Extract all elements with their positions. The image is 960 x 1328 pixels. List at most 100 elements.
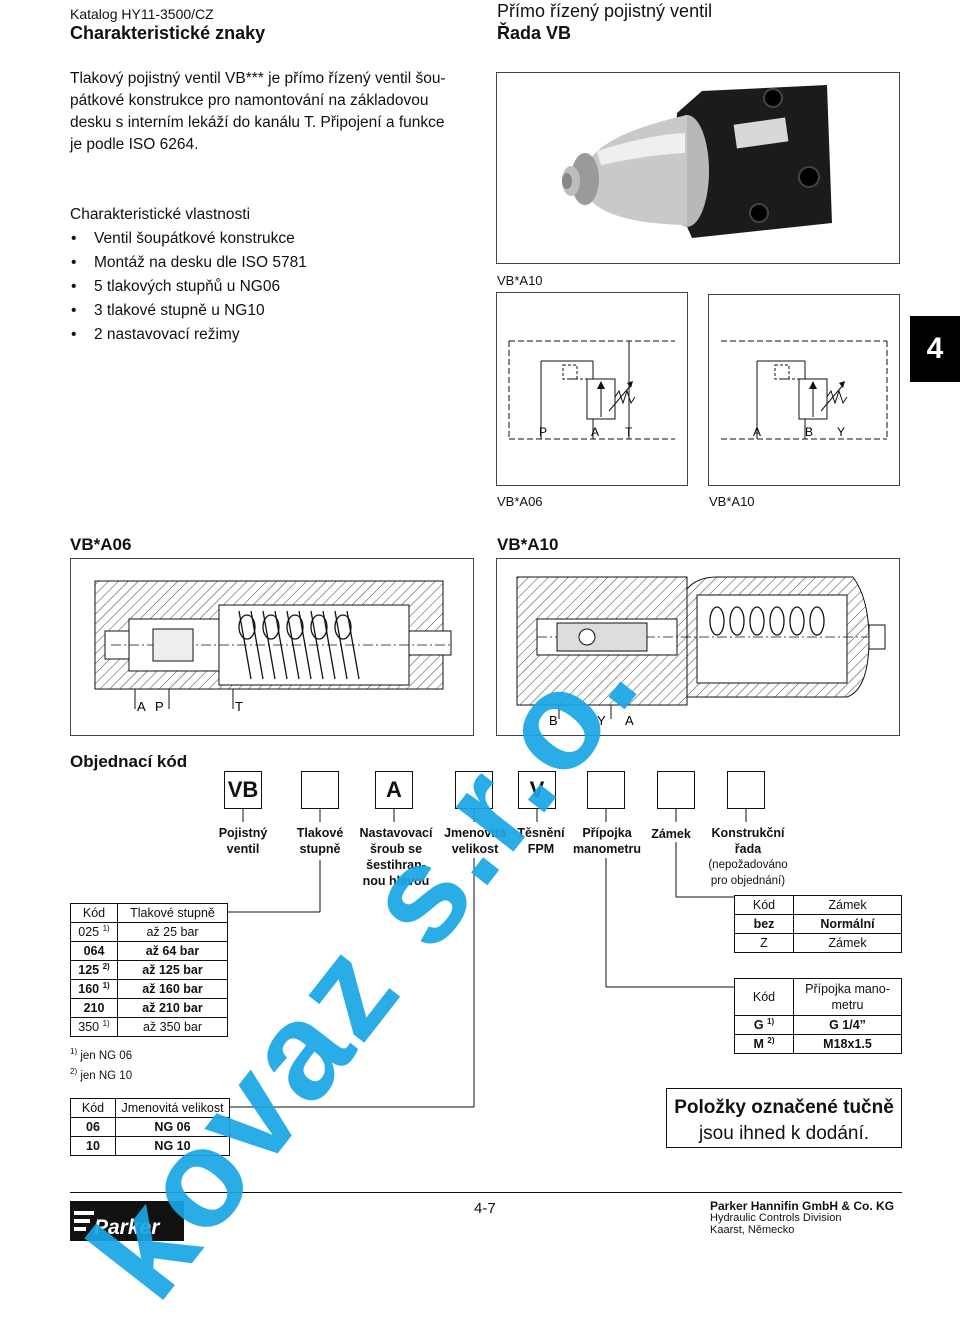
code-cell: 125 2)	[70, 960, 118, 980]
value-cell: NG 10	[115, 1136, 230, 1156]
section-port-y: Y	[597, 713, 606, 728]
features-title: Charakteristické vlastnosti	[70, 206, 251, 223]
code-cell: bez	[734, 914, 794, 934]
symbol-caption-a06: VB*A06	[497, 494, 543, 509]
value-cell: až 210 bar	[117, 998, 228, 1018]
code-box-series	[727, 771, 765, 809]
code-box-size	[455, 771, 493, 809]
intro-line: pátkové konstrukce pro namontování na zá…	[70, 92, 429, 109]
feature-item: Ventil šoupátkové konstrukce	[70, 227, 307, 251]
table-header: Přípojka mano-metru	[793, 978, 902, 1016]
section-port-b: B	[549, 713, 558, 728]
intro-text: Tlakový pojistný ventil VB*** je přímo ř…	[70, 68, 480, 156]
catalog-number: Katalog HY11-3500/CZ	[70, 6, 214, 22]
port-label-y: Y	[837, 425, 845, 439]
footnote: 2) jen NG 10	[70, 1066, 133, 1082]
table-row: 210 až 210 bar	[70, 998, 228, 1018]
col-header-series: Konstrukční řada (nepožadováno pro objed…	[702, 825, 794, 889]
table-header: Zámek	[793, 895, 902, 915]
hydraulic-symbol-a10: A B Y	[721, 340, 888, 440]
section-drawing-a10: B Y A	[496, 558, 900, 736]
port-label-a: A	[591, 425, 599, 439]
lock-table: Kód Zámek bez Normální Z Zámek	[734, 895, 902, 953]
table-header: Jmenovitá velikost	[115, 1098, 230, 1118]
col-header-adjustment: Nastavovací šroub se šestihran- nou hlav…	[354, 825, 438, 889]
logo-text: Parker	[94, 1216, 161, 1239]
port-label-a: A	[753, 425, 761, 439]
header-line: velikost	[451, 842, 499, 856]
table-row: M 2) M18x1.5	[734, 1034, 902, 1054]
header-line: Nastavovací	[359, 826, 433, 840]
availability-note: Položky označené tučně jsou ihned k dodá…	[666, 1088, 902, 1148]
footer-company-block: Parker Hannifin GmbH & Co. KG Hydraulic …	[710, 1200, 894, 1236]
company-division: Hydraulic Controls Division	[710, 1212, 842, 1224]
header-line: manometru	[572, 842, 642, 856]
col-header-lock: Zámek	[644, 826, 698, 842]
value-cell: Normální	[793, 914, 902, 934]
value-cell: až 25 bar	[117, 922, 228, 942]
symbol-caption-a10: VB*A10	[709, 494, 755, 509]
series-note: (nepožadováno	[708, 859, 788, 871]
order-code-connectors	[228, 809, 747, 1108]
table-row: 025 1) až 25 bar	[70, 922, 228, 942]
code-box-a: A	[375, 771, 413, 809]
table-header: Kód	[734, 895, 794, 915]
series-title: Řada VB	[497, 23, 572, 43]
header-line: stupně	[299, 842, 341, 856]
product-title: Přímo řízený pojistný ventil	[497, 1, 713, 21]
header-line: Jmenovitá	[444, 826, 506, 840]
port-label-b: B	[805, 425, 813, 439]
page-number: 4-7	[474, 1200, 496, 1217]
table-row: 064 až 64 bar	[70, 941, 228, 961]
section-drawing-a06: A P T	[70, 558, 474, 736]
header-line: nou hlavou	[362, 874, 430, 888]
valve-section-a10: B Y A	[516, 576, 886, 728]
company-city: Kaarst, Německo	[710, 1224, 795, 1236]
code-cell: 350 1)	[70, 1017, 118, 1037]
table-row: 06 NG 06	[70, 1117, 230, 1137]
symbol-box-a06: P A T	[496, 292, 688, 486]
code-cell: 06	[70, 1117, 116, 1137]
table-header: Kód	[734, 978, 794, 1016]
port-label-p: P	[539, 425, 547, 439]
intro-line: desku s interním lekáží do kanálu T. Při…	[70, 114, 445, 131]
header-line: Zámek	[651, 827, 691, 841]
col-header-gauge: Přípojka manometru	[568, 825, 646, 857]
table-row: G 1) G 1/4”	[734, 1015, 902, 1035]
col-header-size: Jmenovitá velikost	[437, 825, 513, 857]
code-box-lock	[657, 771, 695, 809]
availability-line: jsou ihned k dodání.	[698, 1123, 870, 1144]
header-line: FPM	[527, 842, 555, 856]
feature-item: 3 tlakové stupně u NG10	[70, 299, 307, 323]
parker-logo-mark: Parker	[74, 1211, 161, 1239]
code-cell: 025 1)	[70, 922, 118, 942]
page-title-left: Charakteristické znaky	[70, 23, 266, 43]
table-row: 125 2) až 125 bar	[70, 960, 228, 980]
value-cell: až 125 bar	[117, 960, 228, 980]
code-cell: 10	[70, 1136, 116, 1156]
col-header-seal: Těsnění FPM	[510, 825, 572, 857]
code-cell: 210	[70, 998, 118, 1018]
code-cell: 160 1)	[70, 979, 118, 999]
header-line: Tlakové	[296, 826, 344, 840]
footer-divider	[70, 1192, 902, 1193]
product-photo	[496, 72, 900, 264]
code-cell: Z	[734, 933, 794, 953]
header-line: šestihran-	[366, 858, 426, 872]
hydraulic-symbol-a06: P A T	[508, 340, 675, 440]
value-cell: Zámek	[793, 933, 902, 953]
table-row: bez Normální	[734, 914, 902, 934]
symbol-caption-top: VB*A10	[497, 273, 543, 288]
code-box-vb: VB	[224, 771, 262, 809]
header-line: Konstrukční	[711, 826, 785, 840]
footnotes: 1) jen NG 06 2) jen NG 10	[70, 1044, 132, 1084]
order-code-title: Objednací kód	[70, 752, 188, 771]
code-box-gauge	[587, 771, 625, 809]
company-name: Parker Hannifin GmbH & Co. KG	[710, 1199, 895, 1213]
code-box-v: V	[518, 771, 556, 809]
table-row: 350 1) až 350 bar	[70, 1017, 228, 1037]
series-note: pro objednání)	[710, 875, 786, 887]
value-cell: NG 06	[115, 1117, 230, 1137]
header-line: šroub se	[369, 842, 423, 856]
code-cell: M 2)	[734, 1034, 794, 1054]
